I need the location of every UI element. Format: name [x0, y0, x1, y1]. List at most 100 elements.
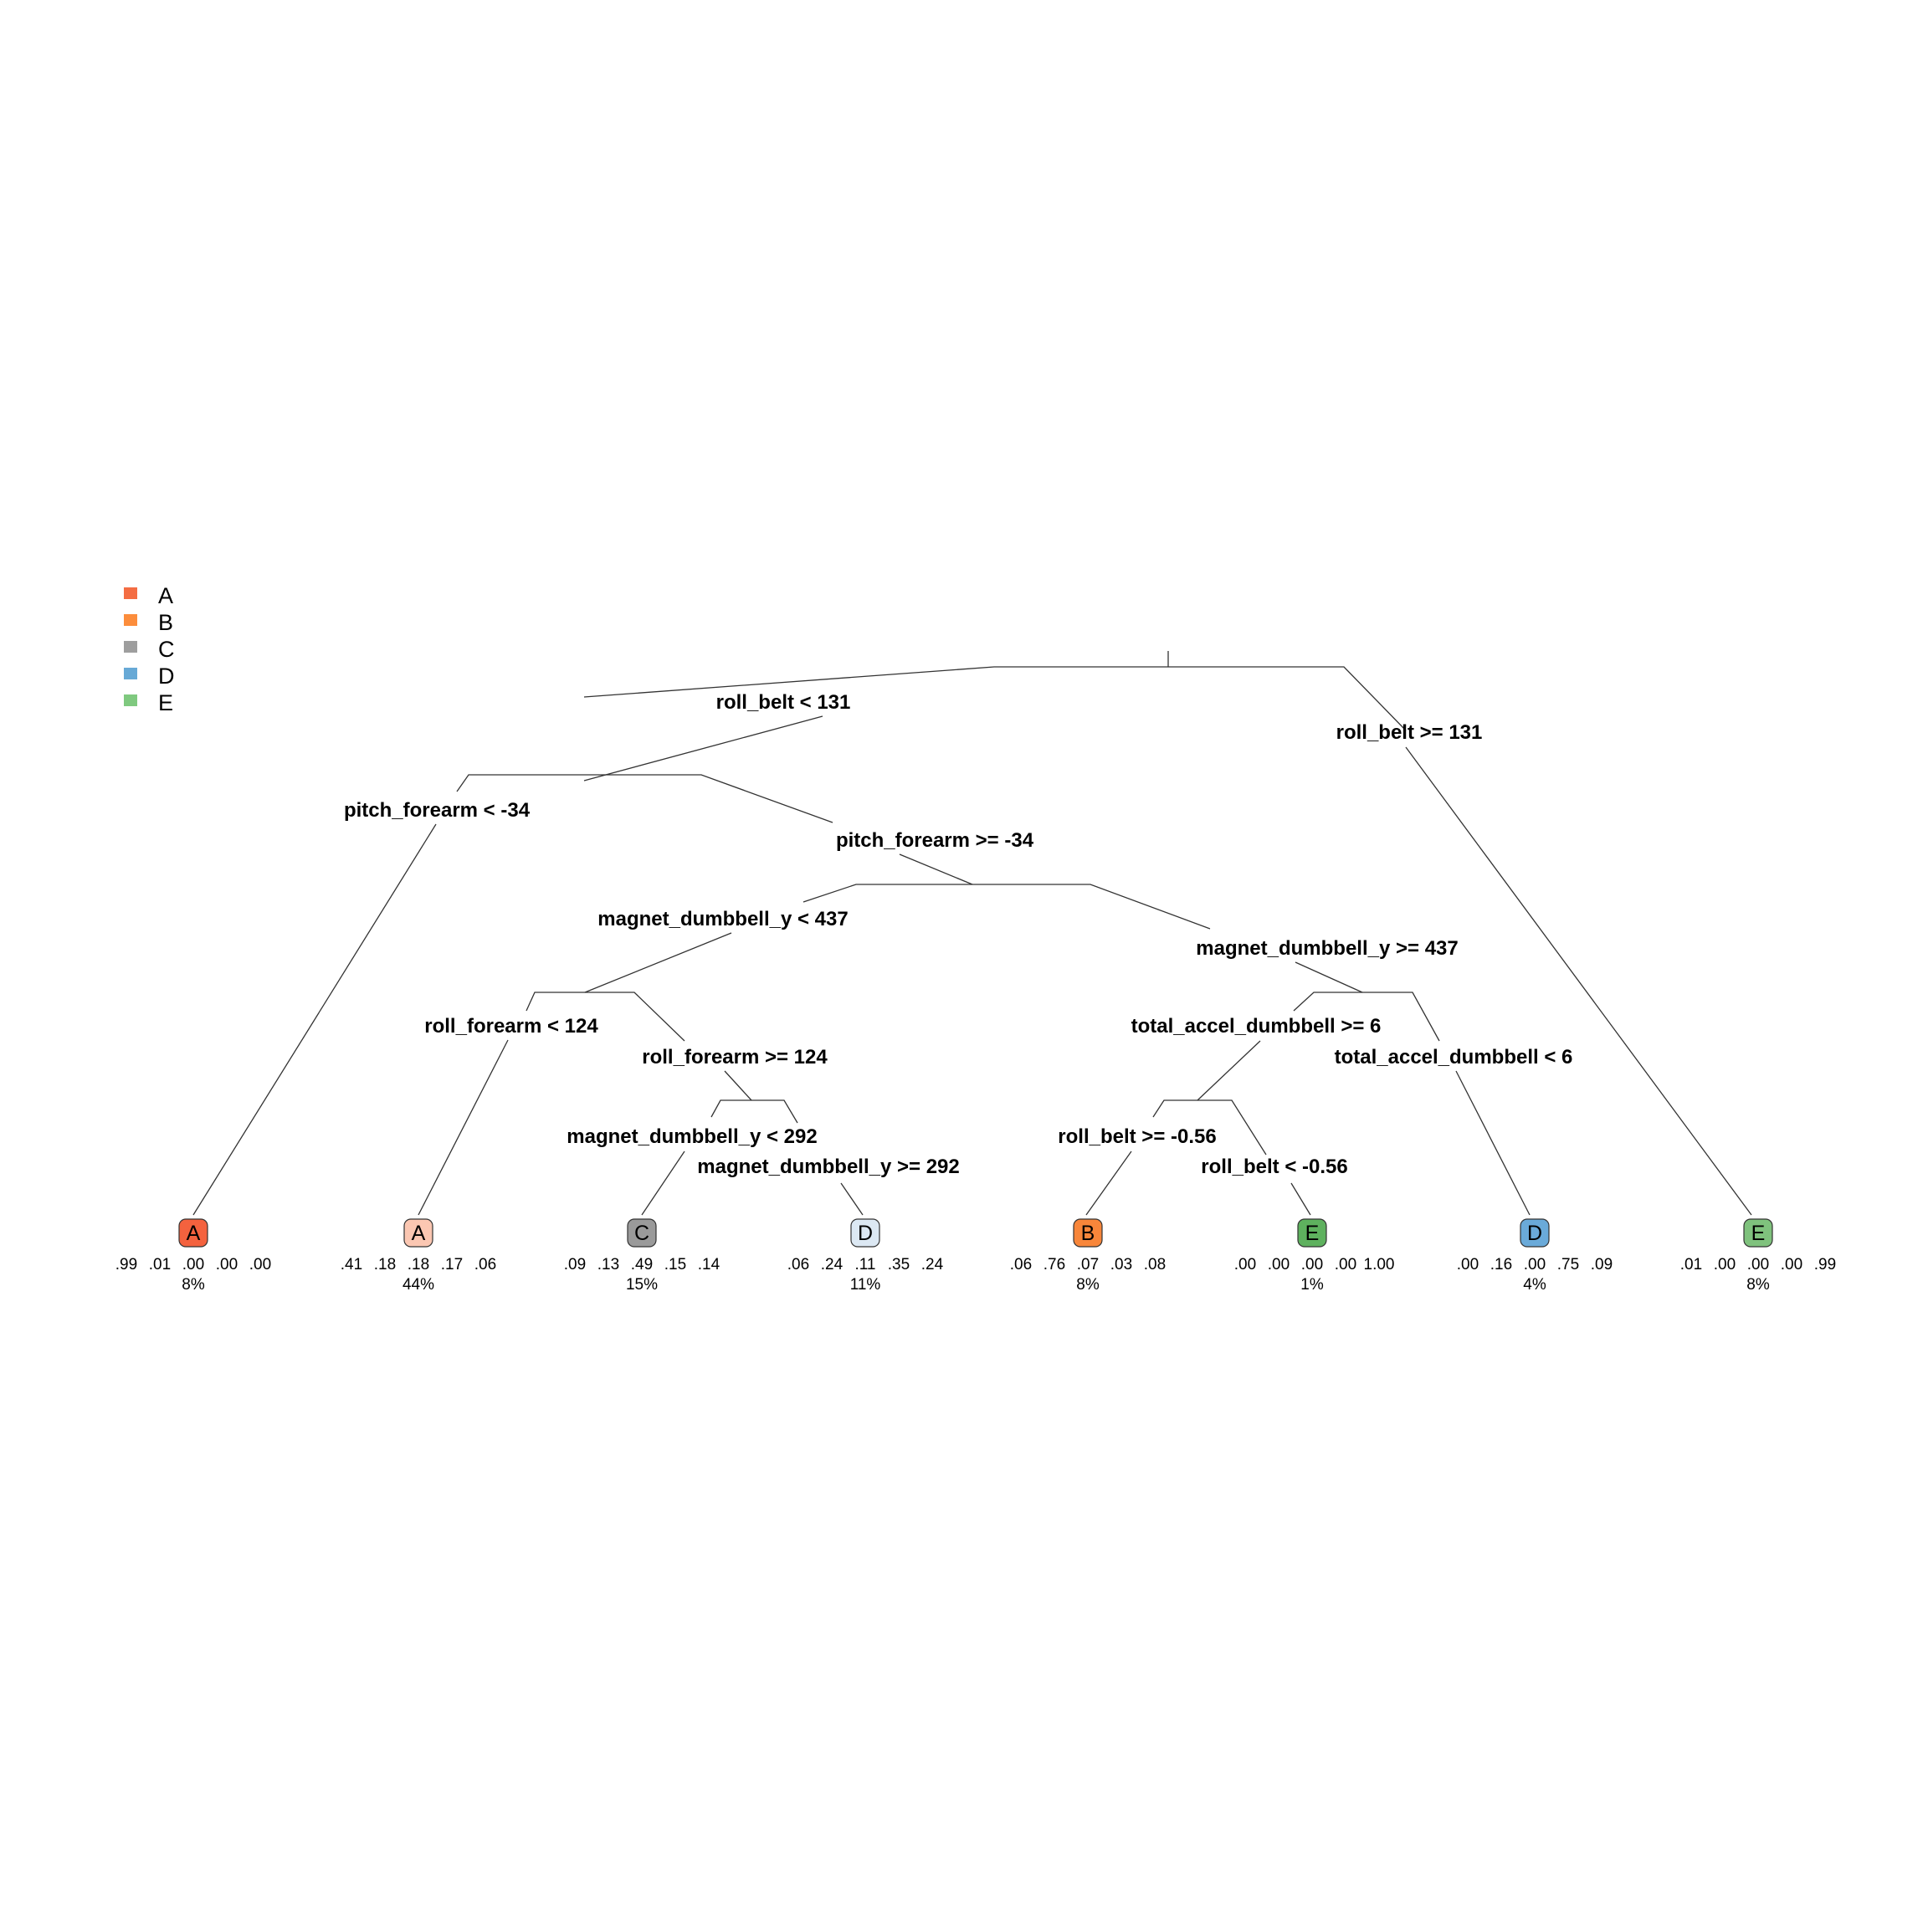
- split-3-right-label: magnet_dumbbell_y >= 437: [1196, 937, 1458, 960]
- edge-split-6-right-lower: [1455, 1070, 1531, 1216]
- leaf-probability: .00: [1301, 1256, 1323, 1273]
- edge-split-5-left-lower: [641, 1150, 685, 1216]
- leaf-node: D .00 .16 .00 .75 .09 4%: [1457, 1218, 1613, 1294]
- leaf-node: B.06.76.07.03.088%: [1010, 1218, 1166, 1294]
- leaf-class-label: A: [412, 1222, 426, 1245]
- leaf-class-label: D: [1527, 1222, 1542, 1245]
- edge-split-1-left-lower: [583, 715, 823, 782]
- edge-split-5-stem: [724, 1070, 752, 1101]
- leaf-probability: .09: [564, 1256, 586, 1273]
- split-labels: roll_belt < 131 roll_belt >= 131 pitch_f…: [344, 691, 1572, 1178]
- leaf-percentage: 4%: [1523, 1276, 1546, 1294]
- split-5-right-label: magnet_dumbbell_y >= 292: [697, 1156, 959, 1178]
- leaf-percentage: 15%: [626, 1276, 658, 1294]
- legend-swatch-e: [124, 694, 137, 706]
- legend-swatch-b: [124, 614, 137, 626]
- leaf-probability: .01: [149, 1256, 171, 1273]
- leaf-probability: .00: [1234, 1256, 1256, 1273]
- leaf-box: [403, 1218, 433, 1248]
- leaf-probability: .06: [474, 1256, 496, 1273]
- leaf-class-label: E: [1305, 1222, 1320, 1245]
- legend-swatch-d: [124, 668, 137, 679]
- leaf-probability: 1.00: [1364, 1256, 1395, 1273]
- edge-split-1: [583, 666, 1407, 731]
- legend-label-e: E: [158, 690, 173, 715]
- leaf-probability: .14: [698, 1256, 720, 1273]
- legend: A B C D E: [124, 583, 175, 715]
- leaf-class-label: B: [1081, 1222, 1095, 1245]
- leaf-probability: .00: [1747, 1256, 1769, 1273]
- edge-split-6: [1293, 992, 1440, 1042]
- leaf-percentage: 8%: [1076, 1276, 1100, 1294]
- leaf-box: [1073, 1218, 1103, 1248]
- leaf-nodes: A.99.01.00.00.008%A.41.18.18.17.0644%C.0…: [115, 1218, 1836, 1294]
- legend-label-a: A: [158, 583, 173, 608]
- leaf-percentage: 8%: [1746, 1276, 1770, 1294]
- leaf-node: A.99.01.00.00.008%: [115, 1218, 271, 1294]
- split-7-left-label: roll_belt >= -0.56: [1058, 1125, 1216, 1148]
- split-1-right-label: roll_belt >= 131: [1336, 721, 1483, 744]
- leaf-probability: .41: [341, 1256, 362, 1273]
- leaf-probability: .09: [1591, 1256, 1613, 1273]
- legend-swatch-c: [124, 641, 137, 653]
- leaf-probability: .00: [1781, 1256, 1802, 1273]
- leaf-probability: .76: [1043, 1256, 1065, 1273]
- leaf-probability: .07: [1077, 1256, 1099, 1273]
- leaf-probability: .18: [374, 1256, 396, 1273]
- leaf-percentage: 8%: [182, 1276, 205, 1294]
- edge-split-2-right-lower: [899, 853, 973, 885]
- leaf-percentage: 1%: [1300, 1276, 1324, 1294]
- split-5-left-label: magnet_dumbbell_y < 292: [567, 1125, 817, 1148]
- leaf-class-label: D: [858, 1222, 873, 1245]
- leaf-percentage: 11%: [850, 1276, 881, 1294]
- edge-split-3: [802, 884, 1211, 930]
- leaf-probability: .00: [1335, 1256, 1356, 1273]
- leaf-probability: .00: [1714, 1256, 1736, 1273]
- leaf-probability: .13: [597, 1256, 619, 1273]
- edge-split-5: [710, 1099, 798, 1124]
- leaf-probability: .00: [1457, 1256, 1479, 1273]
- edge-split-7-right-lower: [1290, 1182, 1311, 1216]
- leaf-probability: .06: [787, 1256, 809, 1273]
- leaf-probability: .01: [1680, 1256, 1702, 1273]
- leaf-probability: .99: [1814, 1256, 1836, 1273]
- leaf-probability: .00: [249, 1256, 271, 1273]
- edge-split-6-left-lower: [1197, 1040, 1261, 1101]
- split-2-right-label: pitch_forearm >= -34: [836, 829, 1034, 852]
- legend-label-b: B: [158, 610, 173, 635]
- edge-split-5-right-lower: [840, 1182, 864, 1216]
- leaf-probability: .16: [1490, 1256, 1512, 1273]
- leaf-box: [850, 1218, 880, 1248]
- edge-split-7-left-lower: [1085, 1150, 1132, 1216]
- leaf-probability: .24: [821, 1256, 844, 1273]
- leaf-percentage: 44%: [403, 1276, 434, 1294]
- leaf-probability: .35: [888, 1256, 910, 1273]
- leaf-probability: .75: [1557, 1256, 1579, 1273]
- leaf-probability: .99: [115, 1256, 137, 1273]
- edge-split-1-right-lower: [1405, 746, 1752, 1216]
- edge-split-7: [1152, 1099, 1267, 1156]
- leaf-probability: .15: [664, 1256, 686, 1273]
- split-6-right-label: total_accel_dumbbell < 6: [1335, 1046, 1573, 1068]
- tree-edges: [192, 651, 1752, 1216]
- leaf-node: E.01.00.00.00.998%: [1680, 1218, 1836, 1294]
- split-7-right-label: roll_belt < -0.56: [1201, 1156, 1347, 1178]
- split-6-left-label: total_accel_dumbbell >= 6: [1131, 1015, 1382, 1038]
- leaf-probability: .06: [1010, 1256, 1032, 1273]
- leaf-box: [1743, 1218, 1773, 1248]
- leaf-probability: .18: [408, 1256, 429, 1273]
- split-4-right-label: roll_forearm >= 124: [642, 1046, 828, 1068]
- legend-label-d: D: [158, 664, 175, 689]
- leaf-box: [178, 1218, 208, 1248]
- leaf-probability: .00: [216, 1256, 238, 1273]
- split-1-left-label: roll_belt < 131: [716, 691, 851, 714]
- leaf-probability: .00: [1524, 1256, 1546, 1273]
- edge-split-3-left-lower: [584, 932, 732, 993]
- split-3-left-label: magnet_dumbbell_y < 437: [597, 908, 848, 930]
- leaf-probability: .17: [441, 1256, 463, 1273]
- leaf-probability: .24: [921, 1256, 944, 1273]
